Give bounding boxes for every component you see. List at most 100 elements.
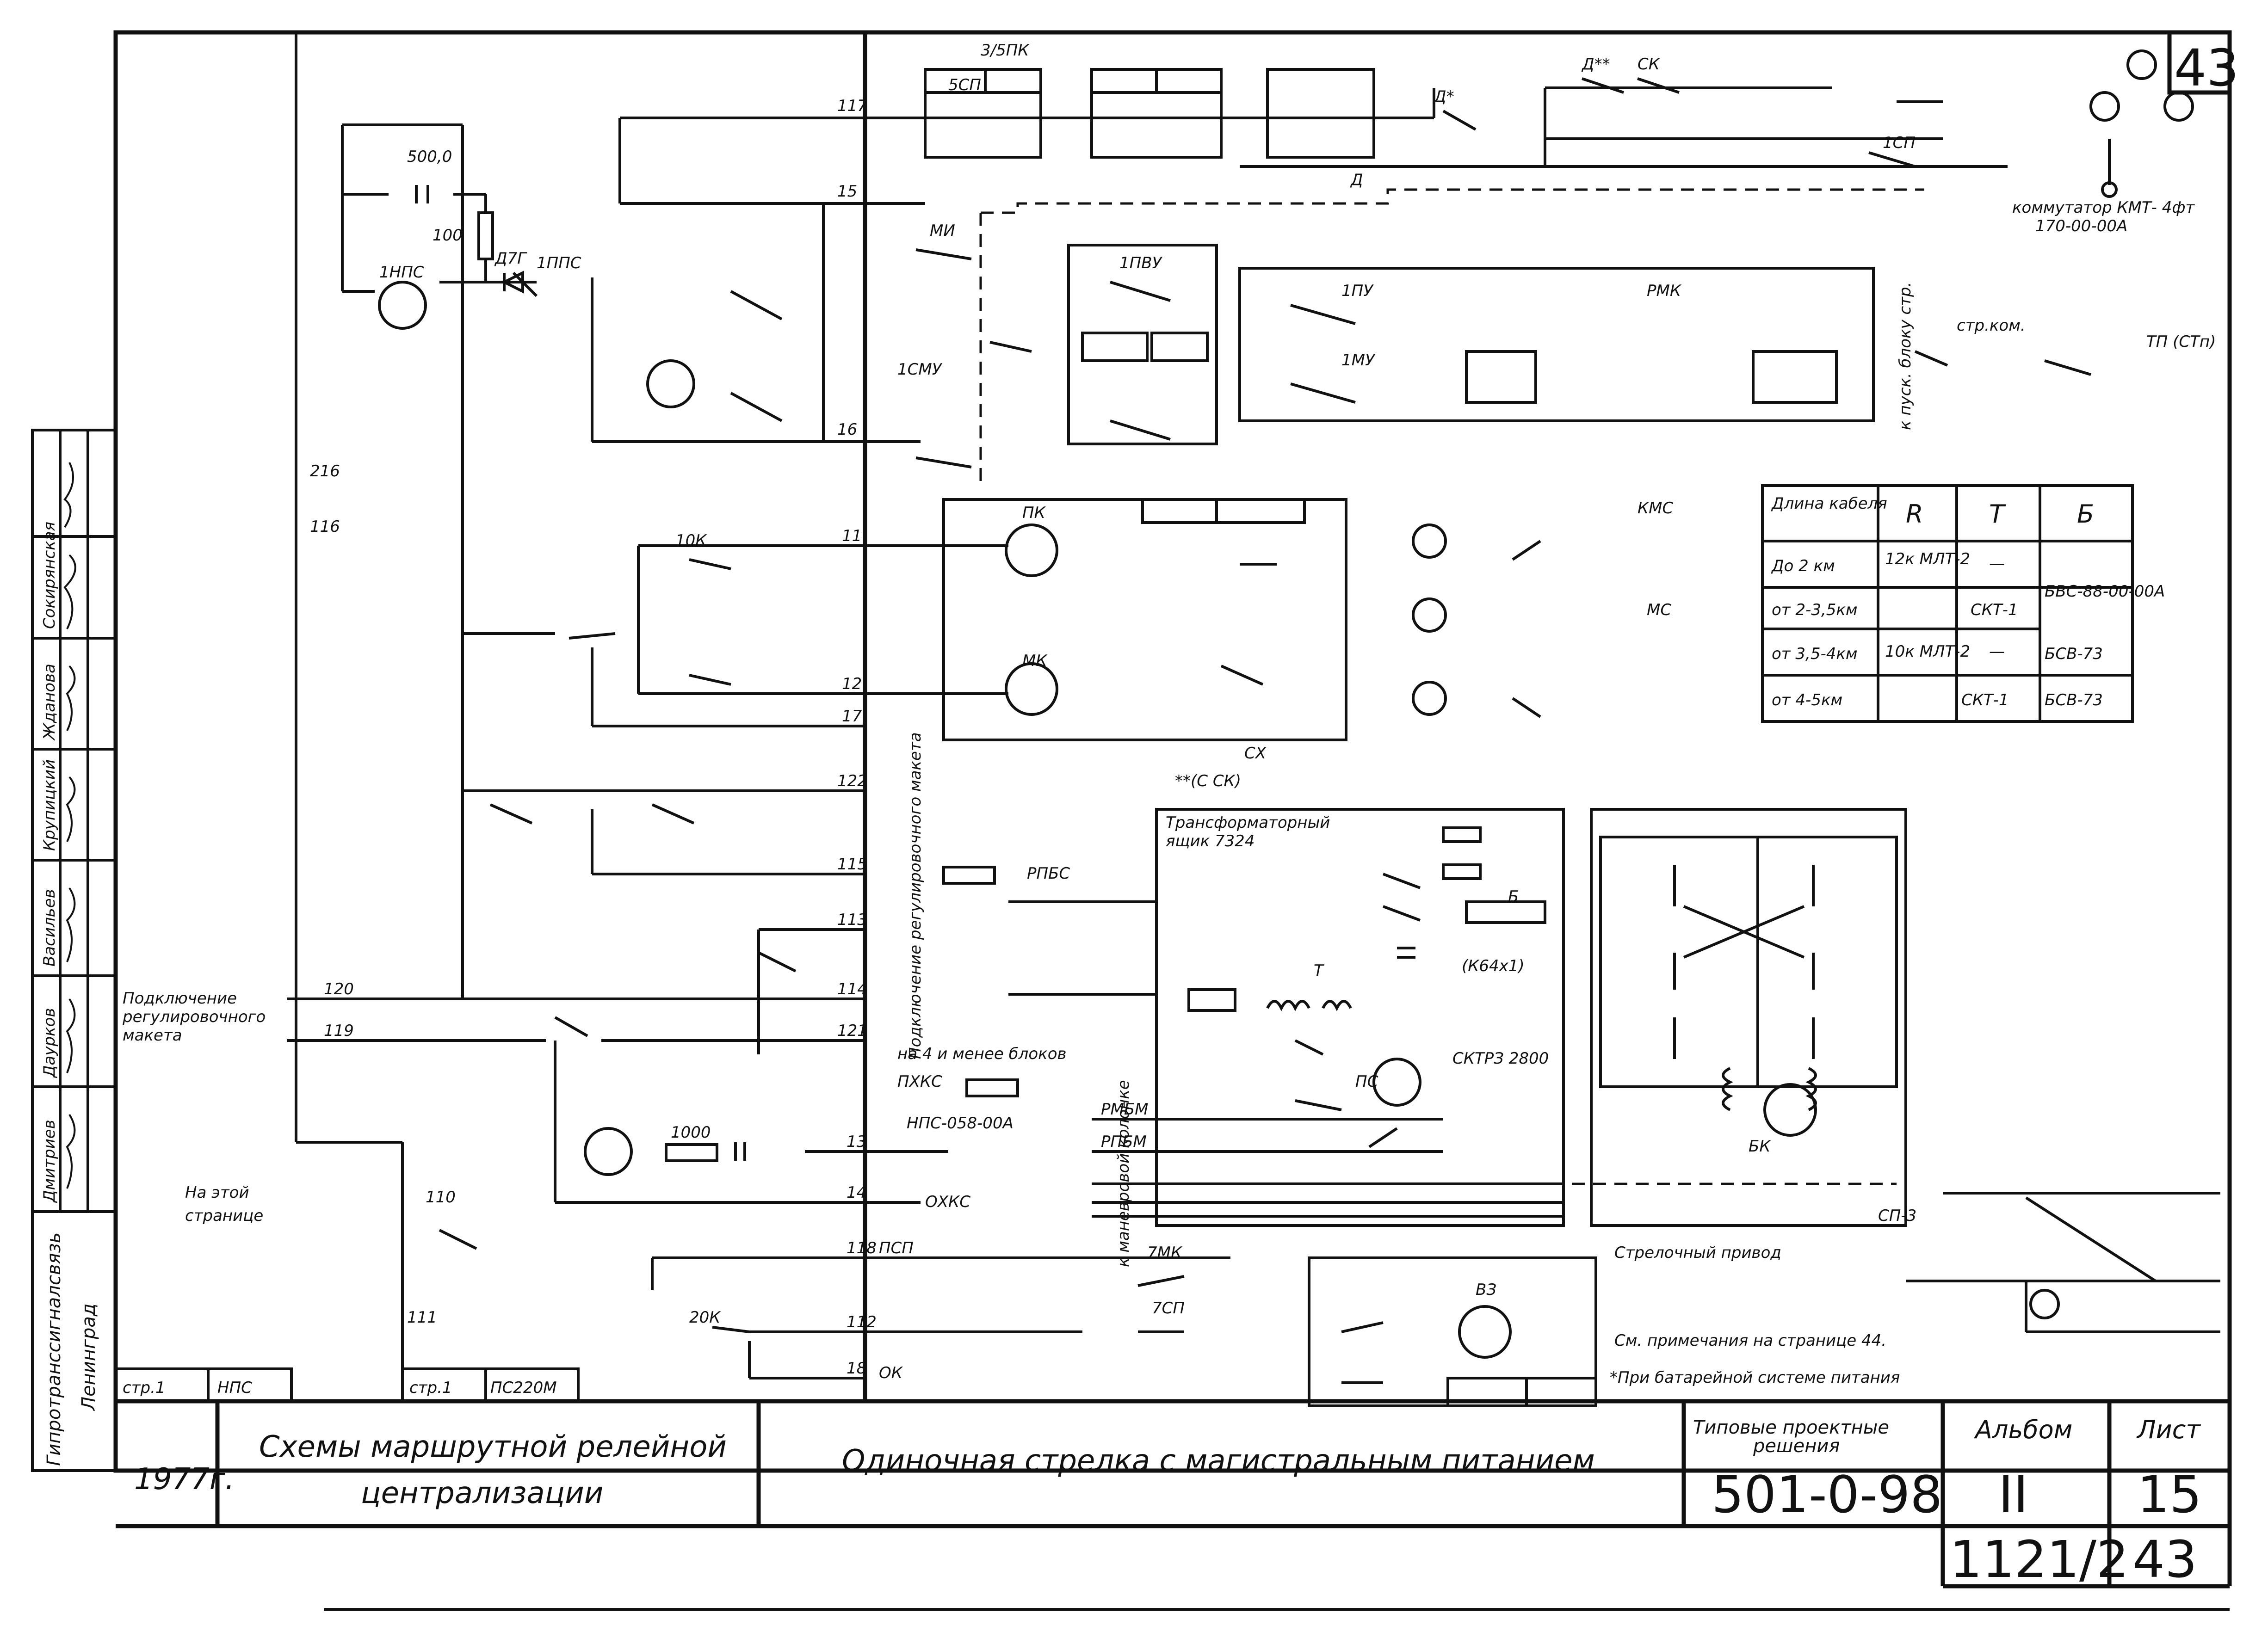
cable-r2c2: — bbox=[1989, 642, 2005, 661]
connect-model-3: макета bbox=[123, 1026, 182, 1045]
wire-15: 15 bbox=[837, 182, 857, 201]
cable-r1c2: СКТ-1 bbox=[1971, 601, 2018, 619]
signature-strip bbox=[31, 429, 117, 1472]
ref-4: ПС220М bbox=[490, 1379, 557, 1397]
drawing-title: Одиночная стрелка с магистральным питани… bbox=[842, 1444, 1595, 1478]
npc: НПС-058-00А bbox=[907, 1114, 1013, 1133]
relay-rmk: РМК bbox=[1647, 282, 1682, 300]
relay-1mu: 1МУ bbox=[1341, 351, 1376, 369]
wire-120: 120 bbox=[324, 980, 354, 998]
wire-119: 119 bbox=[324, 1022, 354, 1040]
commutator: коммутатор КМТ- 4фт bbox=[2012, 198, 2195, 217]
ref-3: стр.1 bbox=[409, 1379, 452, 1397]
wire-111: 111 bbox=[407, 1308, 437, 1327]
kmc: КМС bbox=[1638, 499, 1673, 517]
sheet-label: Лист bbox=[2136, 1415, 2201, 1444]
relay-t: Т bbox=[1314, 961, 1324, 980]
title-block bbox=[116, 1401, 2232, 1611]
wire-216: 216 bbox=[310, 462, 340, 480]
wire-14: 14 bbox=[847, 1183, 866, 1202]
cable-h1: R bbox=[1906, 499, 1923, 529]
relay-20k: 20К bbox=[689, 1308, 721, 1327]
relay-1nps: 1НПС bbox=[379, 263, 424, 282]
organization-line2: Ленинград bbox=[78, 1303, 99, 1411]
wire-112: 112 bbox=[847, 1313, 877, 1331]
wire-11: 11 bbox=[842, 527, 862, 545]
cable-r0c2: — bbox=[1989, 554, 2005, 573]
psp: ПСП bbox=[879, 1239, 914, 1257]
components bbox=[415, 139, 2118, 1162]
archive-number: 1121/2 bbox=[1950, 1530, 2129, 1589]
page-number: 43 bbox=[2132, 1530, 2197, 1589]
wire-118: 118 bbox=[847, 1239, 877, 1257]
ref-2: НПС bbox=[217, 1379, 252, 1397]
organization-line1: Гипротранссигналсвязь bbox=[43, 1232, 65, 1466]
relay-mi: МИ bbox=[930, 222, 955, 240]
relay-vz: ВЗ bbox=[1476, 1281, 1496, 1299]
album-label: Альбом bbox=[1974, 1415, 2072, 1444]
on-this-page-1: На этой bbox=[185, 1183, 249, 1202]
transformer-label-1: Трансформаторный bbox=[1166, 813, 1330, 832]
cable-r0c1: 12к МЛТ-2 bbox=[1885, 550, 1970, 568]
cable-r0c0: До 2 км bbox=[1771, 557, 1835, 575]
mc: МС bbox=[1647, 601, 1671, 619]
relay-sk: СК bbox=[1638, 55, 1661, 74]
pxkc: ПХКС bbox=[897, 1072, 942, 1091]
rpbm: РПБМ bbox=[1101, 1133, 1147, 1151]
relay-bk: БК bbox=[1749, 1137, 1771, 1156]
wire-12: 12 bbox=[842, 675, 862, 693]
relay-mk: МК bbox=[1022, 652, 1048, 670]
track-diagram bbox=[1906, 1192, 2220, 1333]
typical-2: решения bbox=[1753, 1435, 1840, 1457]
connect-vertical: Подключение регулировочного макета bbox=[906, 732, 925, 1059]
switch-drive: Стрелочный привод bbox=[1614, 1244, 1781, 1262]
system-title-2: централизации bbox=[361, 1476, 603, 1510]
cable-h0: Длина кабеля bbox=[1771, 494, 1887, 513]
contacts bbox=[439, 77, 2091, 1384]
cable-h3: Б bbox=[2077, 499, 2094, 529]
oxkc: ОХКС bbox=[925, 1193, 970, 1211]
corner-page: 43 bbox=[2174, 38, 2239, 98]
wire-16: 16 bbox=[837, 420, 857, 439]
cable-r2c0: от 3,5-4км bbox=[1772, 645, 1858, 663]
wire-13: 13 bbox=[847, 1133, 866, 1151]
top-relay-boxes bbox=[924, 68, 1907, 1407]
relay-10k: 10К bbox=[675, 531, 707, 550]
cable-r3c3: БСВ-73 bbox=[2045, 691, 2103, 709]
relay-5sp: 5СП bbox=[948, 76, 981, 94]
system-title-1: Схемы маршрутной релейной bbox=[259, 1430, 727, 1464]
cable-r2c1: 10к МЛТ-2 bbox=[1885, 642, 1970, 661]
on-this-page-2: странице bbox=[185, 1207, 263, 1225]
connect-model-1: Подключение bbox=[123, 989, 237, 1008]
blocks-note: на 4 и менее блоков bbox=[897, 1045, 1067, 1063]
transformer-label-2: ящик 7324 bbox=[1166, 832, 1255, 850]
relay-7sp: 7СП bbox=[1152, 1299, 1185, 1318]
wire-numbers: 117 15 16 11 12 17 122 115 113 114 121 1… bbox=[310, 97, 877, 1378]
cable-r3c0: от 4-5км bbox=[1772, 691, 1842, 709]
commutator-code: 170-00-00А bbox=[2035, 217, 2127, 235]
diode: Д7Г bbox=[494, 249, 527, 268]
dashed-lines bbox=[979, 188, 1924, 1185]
relay-1sp: 1СП bbox=[1883, 134, 1916, 152]
relay-dstar2: Д** bbox=[1581, 55, 1610, 74]
rpbs: РПБС bbox=[1027, 864, 1070, 883]
strkom: стр.ком. bbox=[1957, 316, 2026, 335]
ok: ОК bbox=[879, 1364, 903, 1382]
relay-sp3: СП-3 bbox=[1878, 1207, 1916, 1225]
wire-122: 122 bbox=[837, 772, 867, 790]
resistor-1000: 1000 bbox=[671, 1123, 711, 1142]
sig-name-2: Даурков bbox=[40, 1008, 59, 1078]
wire-17: 17 bbox=[842, 707, 862, 726]
k64: (К64х1) bbox=[1462, 957, 1525, 975]
cable-r1c0: от 2-3,5км bbox=[1772, 601, 1858, 619]
relay-7mk: 7МК bbox=[1147, 1244, 1183, 1262]
bus-lines bbox=[287, 32, 2008, 1401]
relay-pk: ПК bbox=[1022, 504, 1046, 522]
cx-label: СХ bbox=[1244, 744, 1267, 763]
cable-h2: Т bbox=[1989, 499, 2006, 529]
ref-1: стр.1 bbox=[123, 1379, 166, 1397]
sig-name-1: Дмитриев bbox=[40, 1120, 59, 1203]
sheet-value: 15 bbox=[2137, 1465, 2202, 1524]
